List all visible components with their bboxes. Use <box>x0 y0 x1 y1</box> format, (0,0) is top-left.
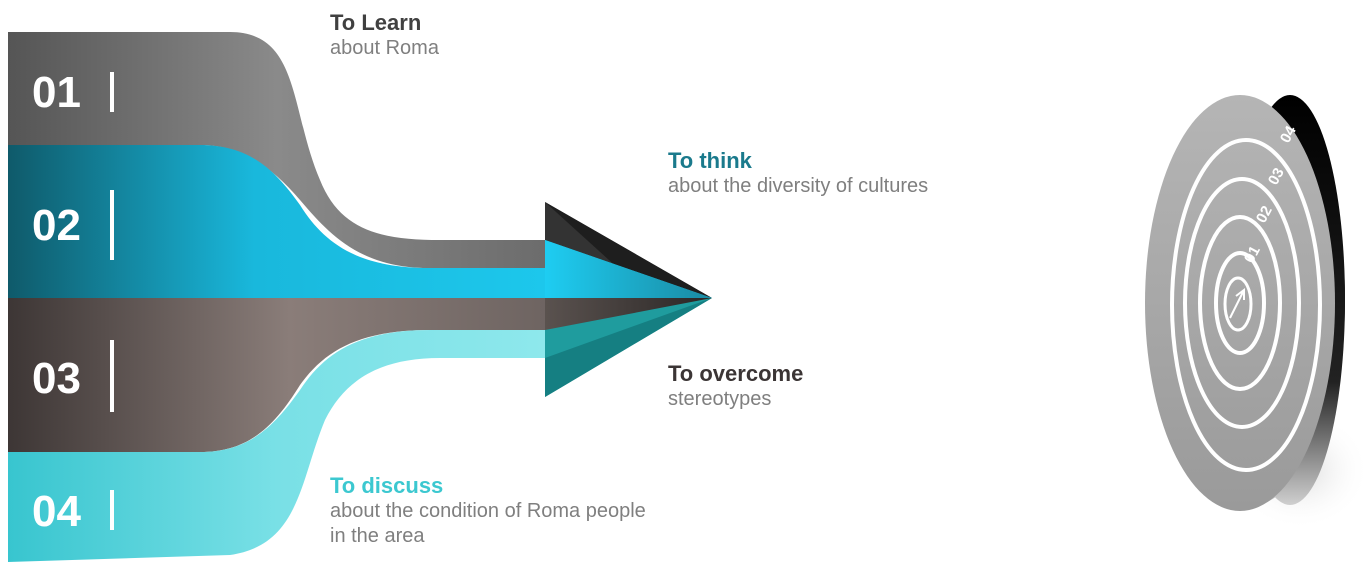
step-divider-01 <box>110 72 114 112</box>
step-number-02: 02 <box>32 201 81 250</box>
step-number-04: 04 <box>32 487 81 536</box>
band-01 <box>8 32 545 268</box>
step-number-01: 01 <box>32 68 81 117</box>
step-divider-02 <box>110 190 114 260</box>
step-subtitle-04: about the condition of Roma people in th… <box>330 500 646 547</box>
step-number-03: 03 <box>32 354 81 403</box>
band-02 <box>8 145 712 298</box>
step-label-01: To Learn about Roma <box>330 10 439 61</box>
step-label-04: To discuss about the condition of Roma p… <box>330 473 650 549</box>
step-subtitle-01: about Roma <box>330 37 439 59</box>
step-title-03: To overcome <box>668 361 804 386</box>
target-icon <box>1145 95 1345 511</box>
step-label-02: To think about the diversity of cultures <box>668 148 928 199</box>
step-subtitle-02: about the diversity of cultures <box>668 175 929 197</box>
step-divider-04 <box>110 490 114 530</box>
step-divider-03 <box>110 340 114 412</box>
band-03 <box>8 298 712 452</box>
step-title-04: To discuss <box>330 473 444 498</box>
step-title-01: To Learn <box>330 10 422 35</box>
step-subtitle-03: stereotypes <box>668 388 772 410</box>
band-04 <box>8 330 545 562</box>
step-title-02: To think <box>668 148 752 173</box>
step-label-03: To overcome stereotypes <box>668 361 803 412</box>
